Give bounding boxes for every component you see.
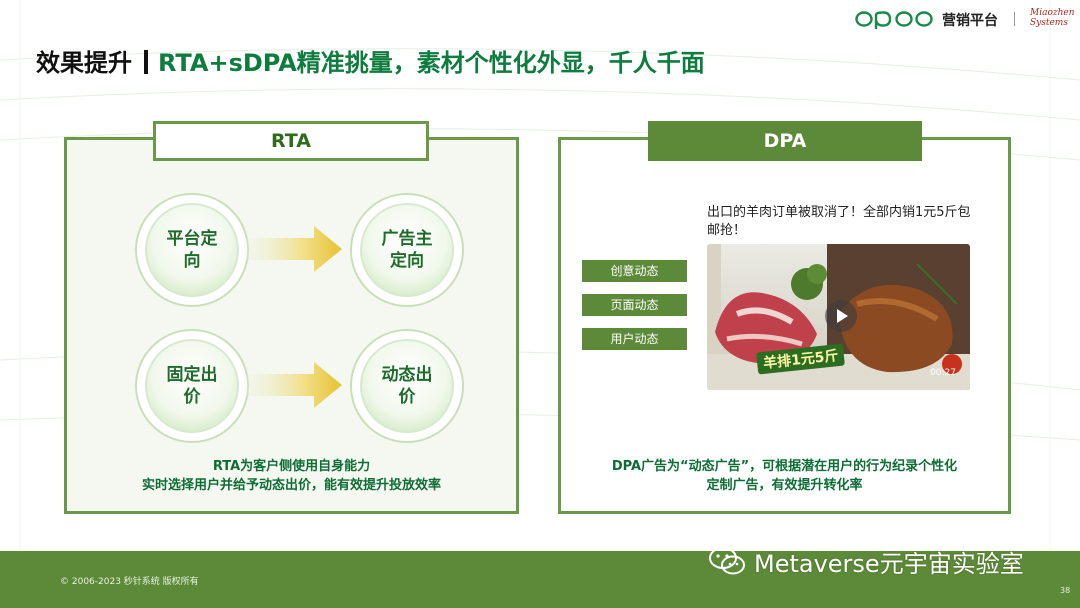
circle-label: 动态出价 [381, 365, 433, 407]
tag-user-dynamic: 用户动态 [582, 328, 687, 350]
circle-label: 固定出价 [166, 365, 218, 407]
dpa-caption-line1: DPA广告为“动态广告”，可根据潜在用户的行为纪录个性化 [611, 459, 958, 474]
title-separator [144, 50, 148, 74]
footer-bar [0, 551, 1080, 608]
title-subtitle: RTA+sDPA精准挑量，素材个性化外显，千人千面 [158, 49, 705, 77]
rta-caption-line1: RTA为客户侧使用自身能力 [212, 459, 371, 474]
circle-dynamic-bid: 动态出价 [352, 331, 462, 441]
rta-caption-line2: 实时选择用户并给予动态出价，能有效提升投放效率 [141, 478, 441, 493]
tag-creative-dynamic: 创意动态 [582, 260, 687, 282]
ad-copy-text: 出口的羊肉订单被取消了！全部内销1元5斤包邮抢！ [707, 205, 971, 238]
page-number: 38 [1060, 586, 1071, 595]
oppo-logo [855, 11, 933, 29]
watermark: Metaverse元宇宙实验室 [708, 544, 1024, 578]
circle-fixed-bid: 固定出价 [137, 331, 247, 441]
copyright-text: © 2006-2023 秒针系统 版权所有 [60, 577, 199, 587]
tag-page-dynamic: 页面动态 [582, 294, 687, 316]
rta-tab-label: RTA [153, 121, 429, 161]
dpa-tab-label: DPA [648, 121, 922, 161]
wechat-icon [709, 547, 745, 575]
circle-label: 平台定向 [166, 229, 218, 271]
rta-caption: RTA为客户侧使用自身能力 实时选择用户并给予动态出价，能有效提升投放效率 [80, 457, 503, 495]
arrow-right-icon [244, 362, 342, 408]
dpa-caption: DPA广告为“动态广告”，可根据潜在用户的行为纪录个性化 定制广告，有效提升转化… [572, 457, 997, 495]
ad-video-preview[interactable]: 羊排1元5斤 00:27 [707, 244, 970, 390]
circle-advertiser-targeting: 广告主定向 [352, 195, 462, 305]
dpa-caption-line2: 定制广告，有效提升转化率 [706, 478, 863, 493]
header-divider [1014, 12, 1015, 26]
page-title: 效果提升 RTA+sDPA精准挑量，素材个性化外显，千人千面 [36, 43, 705, 78]
circle-label: 广告主定向 [381, 229, 433, 271]
circle-platform-targeting: 平台定向 [137, 195, 247, 305]
play-icon[interactable] [825, 300, 857, 332]
title-main: 效果提升 [36, 49, 132, 77]
video-duration: 00:27 [930, 368, 956, 378]
arrow-right-icon [244, 226, 342, 272]
brand-suffix: 营销平台 [942, 13, 998, 29]
watermark-text: Metaverse元宇宙实验室 [754, 549, 1024, 578]
